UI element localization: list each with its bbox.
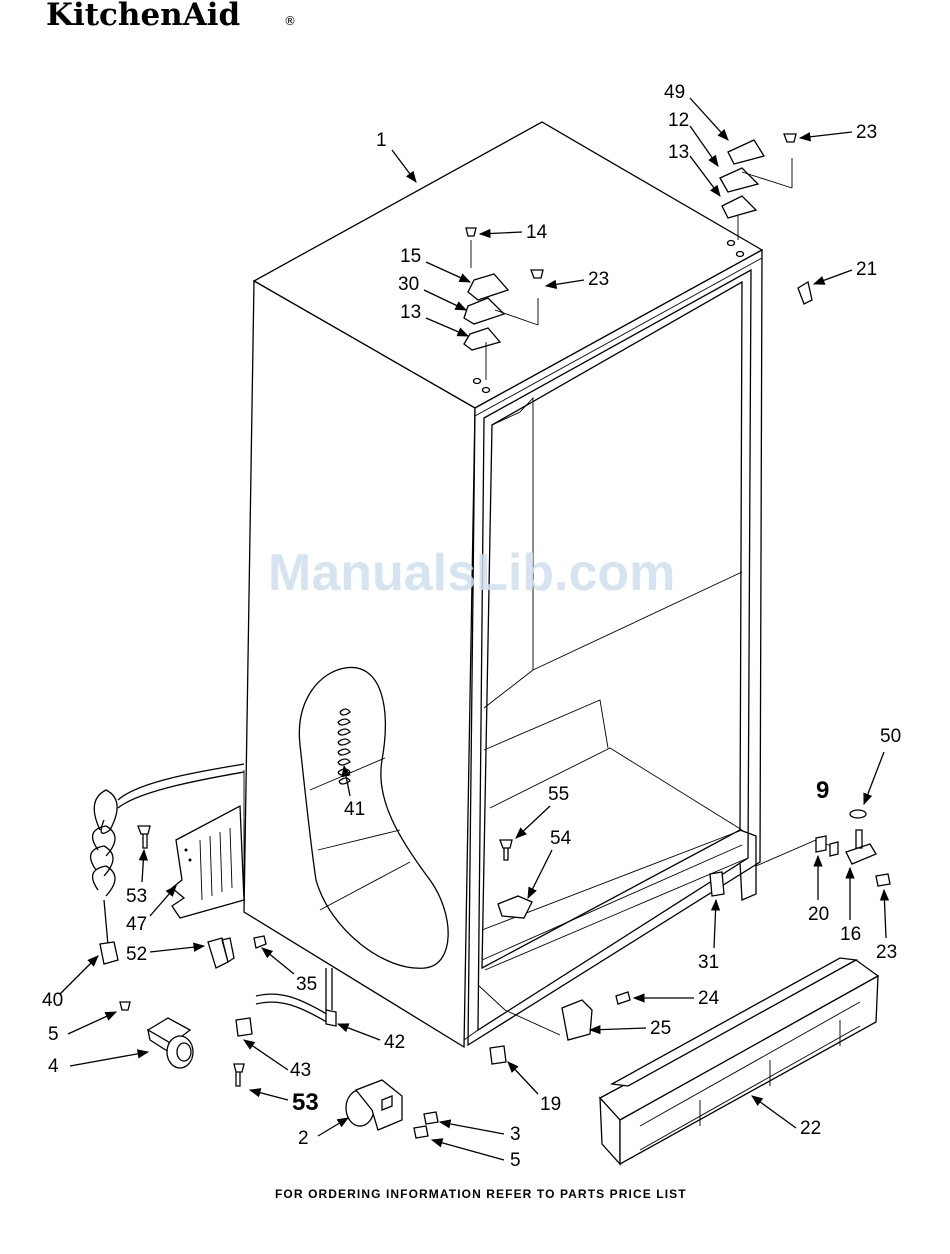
screw-part-24 [616, 992, 630, 1004]
screw-part-53-lower [234, 1064, 244, 1086]
caster-part-4 [148, 1018, 193, 1068]
screw-part-3 [424, 1112, 438, 1124]
bracket-part-25 [562, 1000, 592, 1040]
callout-31: 31 [698, 952, 719, 973]
callout-12: 12 [668, 110, 689, 131]
bracket-part-19 [490, 1046, 506, 1064]
brand-logo: KitchenAid ® [46, 0, 296, 33]
screw-part-53-upper [138, 826, 150, 848]
bracket-part-31 [710, 872, 724, 896]
part-21-pin [798, 282, 812, 304]
screw-part-5-lower [414, 1126, 428, 1138]
footer-ordering-note: FOR ORDERING INFORMATION REFER TO PARTS … [275, 1187, 687, 1201]
callout-30: 30 [398, 274, 419, 295]
roller-part-2 [346, 1080, 402, 1130]
callout-15: 15 [400, 246, 421, 267]
callout-4: 4 [48, 1056, 59, 1077]
washer-part-50 [850, 810, 866, 818]
shim-part-9 [830, 842, 838, 856]
callout-47: 47 [126, 914, 147, 935]
bracket-part-16 [846, 830, 876, 864]
callout-41: 41 [344, 799, 365, 820]
brand-registered-mark: ® [284, 14, 296, 28]
callout-5-lower: 5 [510, 1150, 521, 1171]
callout-55: 55 [548, 784, 569, 805]
callout-9: 9 [816, 777, 829, 804]
shim-part-20 [816, 836, 826, 852]
callout-1: 1 [376, 130, 387, 151]
callout-49: 49 [664, 82, 685, 103]
callout-16: 16 [840, 924, 861, 945]
callout-35: 35 [296, 974, 317, 995]
callout-22: 22 [800, 1118, 821, 1139]
callout-23-top-left: 23 [588, 269, 609, 290]
watermark: ManualsLib.com [268, 544, 675, 602]
callout-13-top-left: 13 [400, 302, 421, 323]
callout-14: 14 [526, 222, 548, 243]
callout-42: 42 [384, 1032, 405, 1053]
screw-part-35 [254, 936, 266, 948]
callout-50: 50 [880, 726, 901, 747]
clip-part-43 [236, 1018, 252, 1036]
control-box-part-47 [172, 806, 244, 918]
callout-21: 21 [856, 259, 877, 280]
callout-3: 3 [510, 1124, 521, 1145]
callout-54: 54 [550, 828, 572, 849]
callout-19: 19 [540, 1094, 561, 1115]
bracket-part-52 [208, 938, 234, 968]
callout-20: 20 [808, 904, 829, 925]
brand-name: KitchenAid [46, 0, 240, 33]
tube-part-42 [256, 994, 330, 1016]
callout-53-left: 53 [126, 886, 147, 907]
callout-43: 43 [290, 1060, 311, 1081]
callout-24: 24 [698, 988, 720, 1009]
screw-part-23-lower [876, 874, 890, 886]
callout-25: 25 [650, 1018, 671, 1039]
callout-52: 52 [126, 944, 147, 965]
callout-23-top-right: 23 [856, 122, 877, 143]
callout-2: 2 [298, 1128, 309, 1149]
callout-5-left: 5 [48, 1024, 59, 1045]
grille-part-22 [600, 958, 878, 1164]
callout-13-top-right: 13 [668, 142, 689, 163]
callout-23-right: 23 [876, 942, 897, 963]
callout-53-lower: 53 [292, 1089, 319, 1116]
screw-part-5-upper [120, 1002, 130, 1010]
